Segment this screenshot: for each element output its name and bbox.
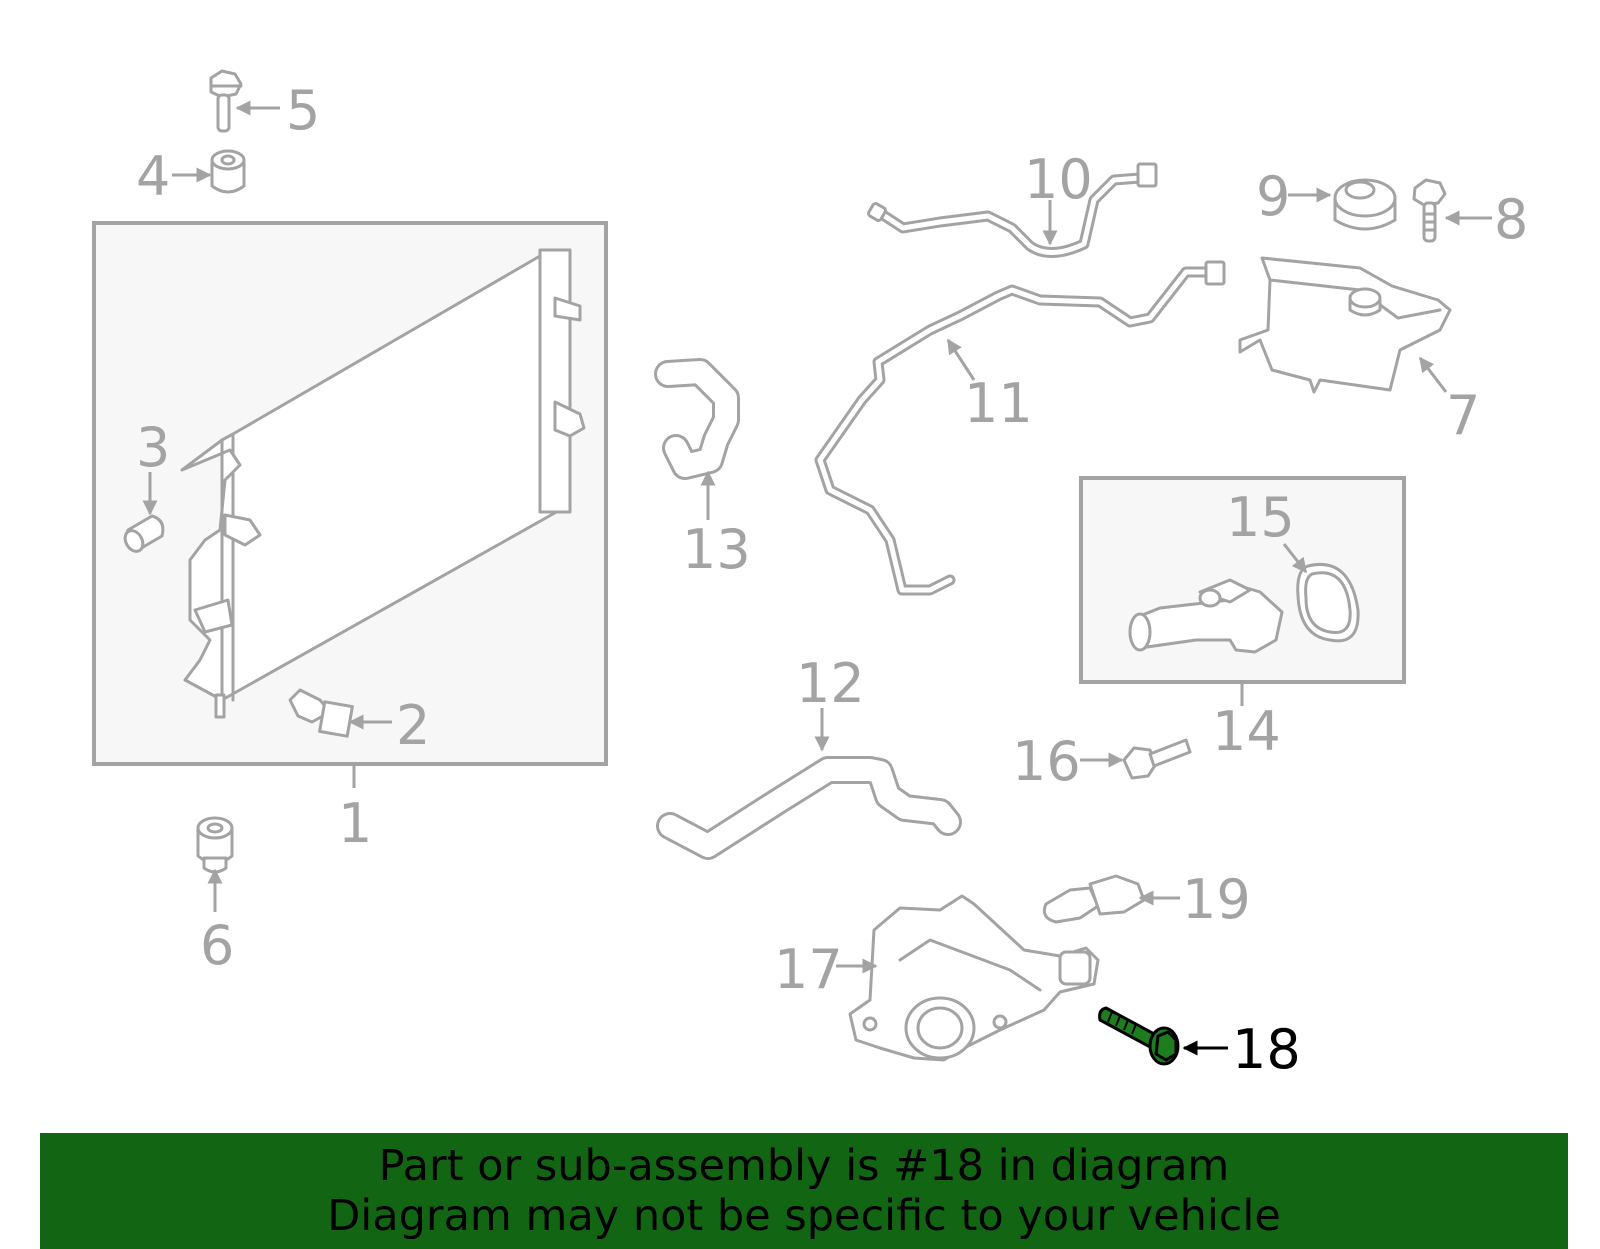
part-14-housing[interactable] <box>1128 578 1284 654</box>
callout-9: 9 <box>1256 165 1290 228</box>
callout-14: 14 <box>1212 700 1281 763</box>
info-banner: Part or sub-assembly is #18 in diagram D… <box>40 1133 1568 1249</box>
callout-16: 16 <box>1012 730 1081 793</box>
callout-5: 5 <box>286 79 320 142</box>
part-9-cap[interactable] <box>1333 178 1397 231</box>
part-2-sensor[interactable] <box>288 688 354 738</box>
part-19-sensor[interactable] <box>1042 874 1146 924</box>
callout-18: 18 <box>1232 1018 1301 1081</box>
part-1-radiator[interactable] <box>180 248 586 719</box>
banner-line-2: Diagram may not be specific to your vehi… <box>327 1191 1281 1241</box>
callout-labels: 5 4 3 2 1 6 13 10 11 9 8 7 15 14 12 16 1… <box>136 79 1528 1081</box>
callout-12: 12 <box>796 652 865 715</box>
part-4-bushing[interactable] <box>210 149 246 194</box>
part-12-hose[interactable] <box>656 756 962 860</box>
callout-6: 6 <box>200 914 234 977</box>
callout-1: 1 <box>338 792 372 855</box>
part-18-bolt[interactable] <box>1098 1006 1180 1066</box>
part-11-tube[interactable] <box>814 260 1226 596</box>
callout-15: 15 <box>1226 486 1295 549</box>
part-8-bolt[interactable] <box>1412 178 1447 243</box>
part-10-tube[interactable] <box>867 162 1158 258</box>
callout-13: 13 <box>682 518 751 581</box>
part-7-reservoir[interactable] <box>1238 256 1452 394</box>
part-6-bushing[interactable] <box>196 816 234 874</box>
callout-7: 7 <box>1446 384 1480 447</box>
leader-arrows <box>142 100 1492 1056</box>
callout-4: 4 <box>136 145 170 208</box>
banner-line-1: Part or sub-assembly is #18 in diagram <box>378 1141 1230 1191</box>
callout-10: 10 <box>1024 148 1093 211</box>
part-15-gasket[interactable] <box>1296 563 1360 643</box>
callout-19: 19 <box>1182 868 1251 931</box>
part-16-bolt[interactable] <box>1122 738 1192 780</box>
part-13-hose[interactable] <box>654 358 740 480</box>
part-5-bolt[interactable] <box>209 69 243 133</box>
part-17-housing[interactable] <box>848 894 1100 1062</box>
callout-2: 2 <box>396 694 430 757</box>
callout-3: 3 <box>136 416 170 479</box>
callout-8: 8 <box>1494 188 1528 251</box>
callout-11: 11 <box>964 372 1033 435</box>
callout-17: 17 <box>774 938 843 1001</box>
part-3-plug[interactable] <box>122 514 165 555</box>
